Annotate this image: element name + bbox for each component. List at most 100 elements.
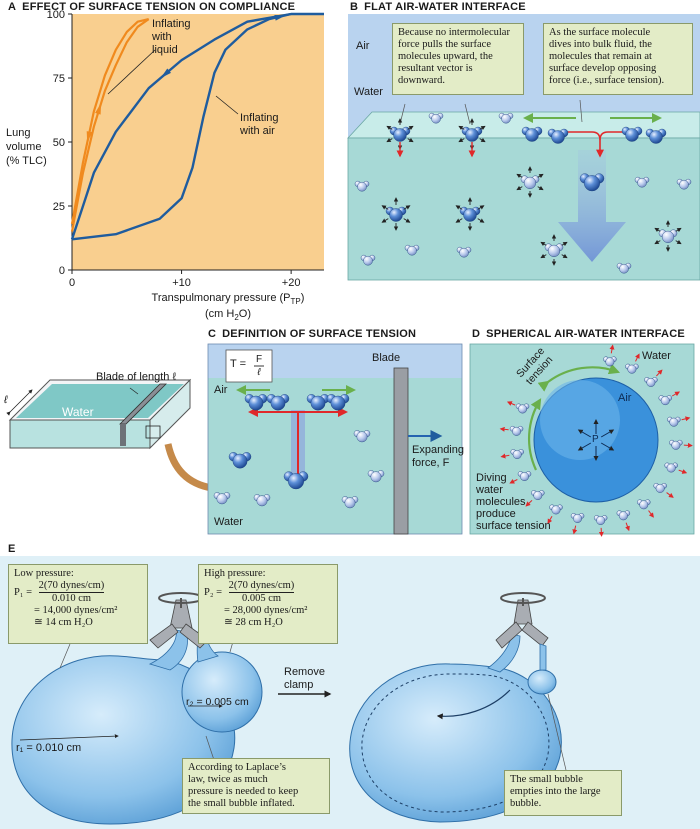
force-vector [516, 185, 523, 191]
tray-zoom-box [145, 425, 161, 439]
y-tick-label: 100 [47, 9, 65, 21]
liquid-label-3: liquid [152, 44, 178, 56]
force-line-1: Expanding [412, 444, 464, 456]
air-sphere-shine [540, 380, 620, 460]
note-surface-molecule-dives: As the surface molecule dives into bulk … [543, 23, 693, 95]
panel-b-molecules [354, 112, 692, 274]
force-vector [479, 125, 486, 131]
chart-x-axis-title: Transpulmonary pressure (PTP) (cm H2O) [118, 292, 338, 324]
outward-vector [625, 522, 630, 532]
diving-line-2: water [476, 484, 503, 496]
diving-molecule [283, 471, 309, 490]
x-tick-label: 0 [69, 277, 75, 289]
panel-a-title-text: EFFECT OF SURFACE TENSION ON COMPLIANCE [22, 1, 296, 13]
panel-b-title-text: FLAT AIR-WATER INTERFACE [364, 1, 526, 13]
large-bubble-after-outline [361, 673, 550, 813]
force-vector [675, 239, 682, 245]
force-vector [561, 253, 568, 259]
panel-c-blade-label: Blade [372, 352, 401, 364]
panel-c-air-label: Air [214, 384, 228, 396]
laplace-line-2: law, twice as much [188, 774, 268, 785]
air-label-pointer [215, 95, 239, 115]
panel-e-letter: E [8, 543, 16, 555]
tray-blade-label: Blade of length ℓ [96, 371, 177, 383]
air-label-2: with air [240, 125, 275, 137]
note1-line-5: downward. [398, 75, 445, 86]
neck-after-right [539, 643, 547, 671]
xlabel-line-1: Transpulmonary pressure (P [151, 292, 291, 304]
tray-blade-face [120, 424, 126, 446]
background-molecule [354, 180, 370, 192]
background-molecule [616, 262, 632, 274]
low-note-equation: P₁ = 2(70 dynes/cm) 0.010 cm [14, 580, 142, 605]
outward-vector [648, 510, 654, 518]
high-pressure-note: High pressure: P₂ = 2(70 dynes/cm) 0.005… [198, 564, 338, 644]
zoom-curved-arrow [164, 443, 213, 492]
series-direction-arrow [274, 15, 286, 21]
liquid-label-pointer [107, 49, 156, 95]
panel-a-letter: A [8, 1, 17, 13]
flow-arrow [436, 689, 511, 720]
force-line-2: force, F [412, 457, 450, 469]
downward-arrow [558, 150, 626, 262]
surface-molecule [625, 363, 639, 374]
legend-air-label: Inflating with air [240, 112, 279, 138]
surface-molecule [667, 416, 681, 427]
low-pressure-note: Low pressure: P₁ = 2(70 dynes/cm) 0.010 … [8, 564, 148, 644]
remove-line-1: Remove [284, 666, 325, 678]
outward-vector [506, 401, 516, 406]
formula-box [225, 349, 273, 383]
high-note-p2: P₂ = [204, 586, 223, 598]
force-vector [458, 137, 465, 143]
series-air-deflation [70, 12, 292, 240]
panel-c-blade [393, 367, 409, 535]
surface-molecule [509, 425, 524, 436]
tray-water [16, 384, 184, 418]
series-liquid-inflation [70, 18, 150, 232]
panel-d-title-text: SPHERICAL AIR-WATER INTERFACE [486, 328, 685, 340]
background-molecule [253, 494, 271, 507]
panel-c-frame [207, 343, 463, 535]
background-molecule [367, 470, 385, 483]
low-note-numerator: 2(70 dynes/cm) [38, 580, 105, 593]
laplace-line-3: pressure is needed to keep [188, 786, 299, 797]
diving-line-1: Diving [476, 472, 507, 484]
low-note-result-1: = 14,000 dynes/cm² [34, 605, 118, 616]
diving-molecules-label: Diving water molecules produce surface t… [476, 472, 551, 532]
pointer-note1b [464, 103, 471, 125]
force-vector [386, 125, 393, 131]
outward-vector [671, 391, 681, 397]
force-vector [675, 227, 682, 233]
surface-molecule [266, 394, 290, 411]
force-vector [654, 227, 661, 233]
blade-label-pointer [129, 387, 139, 395]
outward-vector [525, 500, 533, 507]
diving-line-5: surface tension [476, 520, 551, 532]
y-tick-label: 0 [59, 265, 65, 277]
small-bubble-empties-note: The small bubble empties into the large … [504, 770, 622, 816]
air-label-1: Inflating [240, 112, 279, 124]
bulk-molecule [228, 452, 252, 469]
panel-a-title: A EFFECT OF SURFACE TENSION ON COMPLIANCE [8, 1, 295, 13]
panel-b-letter: B [350, 1, 359, 13]
y-valve-after [513, 599, 533, 625]
surface-molecule [603, 356, 617, 367]
force-vector [479, 137, 486, 143]
bulk-molecule [520, 175, 540, 189]
force-vector [516, 173, 523, 179]
tray-illustration [6, 378, 226, 498]
background-molecule [360, 254, 376, 266]
note2-line-1: As the surface molecule [549, 27, 651, 38]
surface-molecule [570, 513, 585, 523]
series-direction-arrow [160, 68, 171, 79]
force-vector [477, 218, 485, 223]
surface-molecule [644, 377, 658, 387]
small-bubble [181, 651, 263, 733]
background-molecule [404, 244, 420, 256]
high-note-denominator: 0.005 cm [241, 593, 282, 604]
laplace-line-4: the small bubble inflated. [188, 798, 295, 809]
force-vector [540, 241, 547, 247]
